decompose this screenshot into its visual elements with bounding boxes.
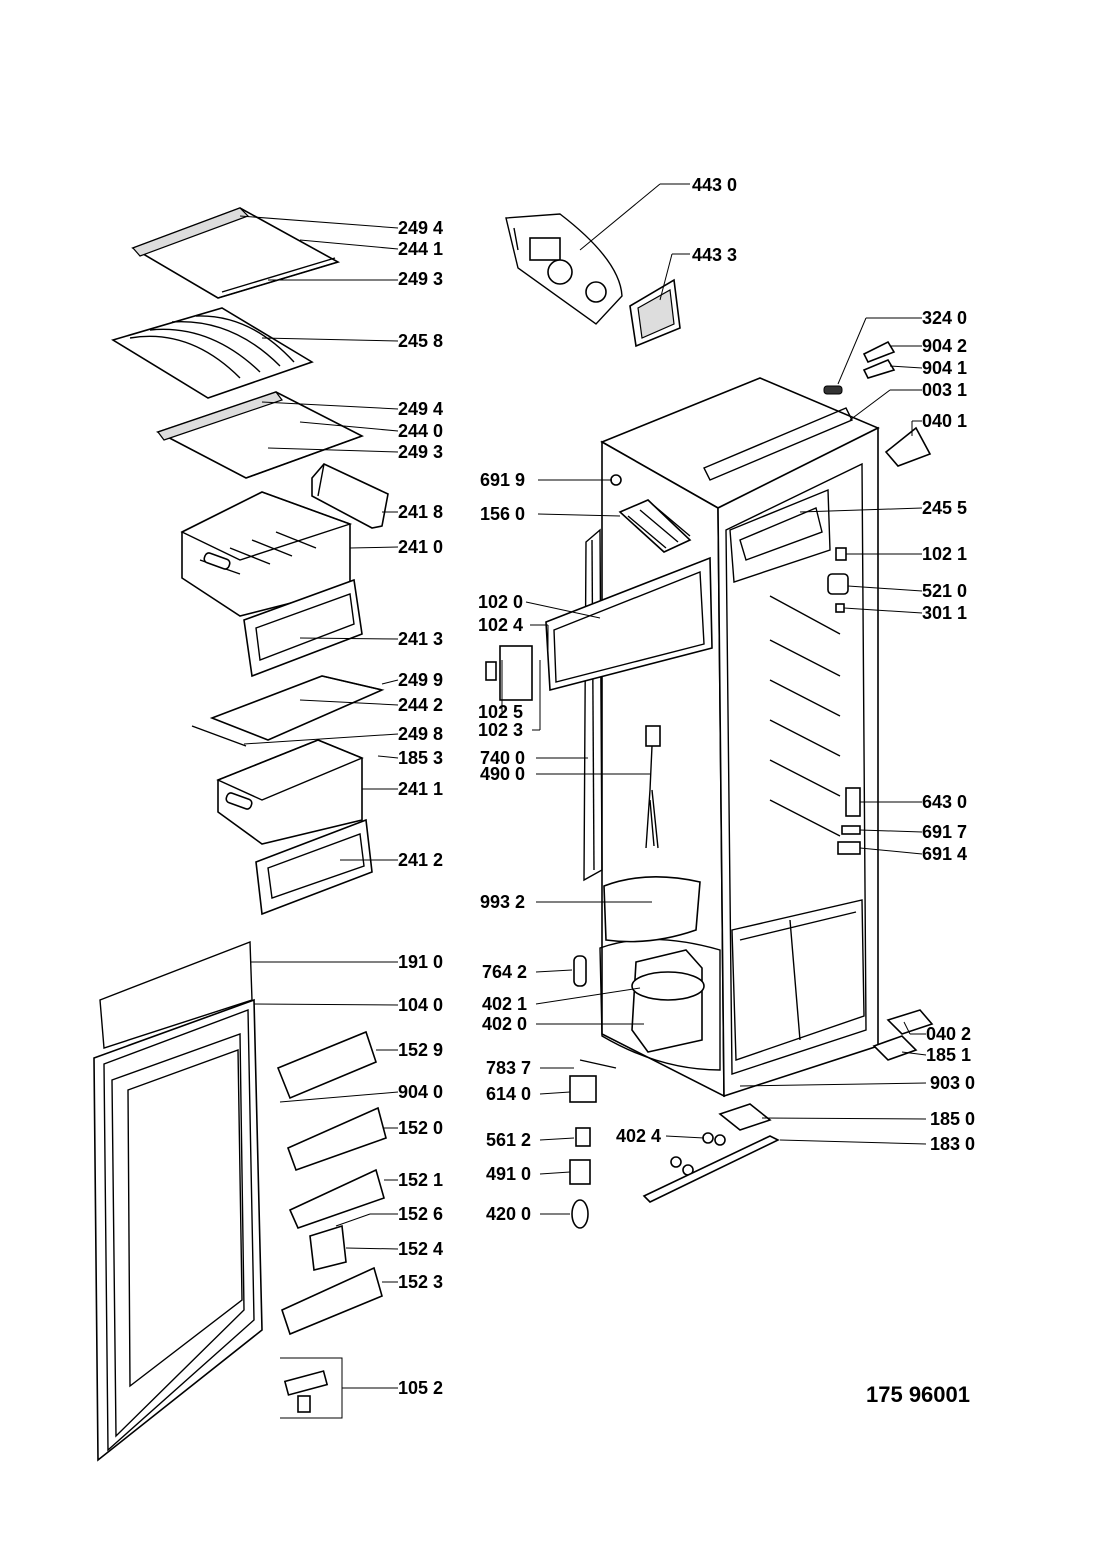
part-label-0031: 003 1 xyxy=(922,380,968,400)
part-label-1529: 152 9 xyxy=(398,1040,444,1060)
part-label-1910: 191 0 xyxy=(398,952,444,972)
hinge-kit-box xyxy=(280,1357,343,1419)
door-flap-hinge xyxy=(485,645,533,701)
part-label-2455: 245 5 xyxy=(922,498,968,518)
crisper-drawer-lower xyxy=(216,739,364,845)
wire-shelf-evaporator xyxy=(111,307,314,399)
part-label-1850: 185 0 xyxy=(930,1109,976,1129)
part-label-1853: 185 3 xyxy=(398,748,444,768)
ice-tray xyxy=(618,499,692,553)
cable-power xyxy=(645,725,661,849)
glass-shelf-lower xyxy=(191,675,385,747)
part-label-4900: 490 0 xyxy=(480,764,526,784)
inner-evaporator-plate xyxy=(583,528,603,882)
part-label-1020: 102 0 xyxy=(478,592,524,612)
part-label-2493-top: 249 3 xyxy=(398,269,444,289)
part-label-1052: 105 2 xyxy=(398,1378,444,1398)
part-label-2458: 245 8 xyxy=(398,331,444,351)
crisper-front-upper xyxy=(243,578,363,678)
part-label-2413: 241 3 xyxy=(398,629,444,649)
part-label-2410: 241 0 xyxy=(398,537,444,557)
part-label-1523: 152 3 xyxy=(398,1272,444,1292)
part-label-6914: 691 4 xyxy=(922,844,968,864)
part-label-4021: 402 1 xyxy=(482,994,528,1014)
part-label-5612: 561 2 xyxy=(486,1130,532,1150)
part-label-0402: 040 2 xyxy=(926,1024,972,1044)
part-label-6919: 691 9 xyxy=(480,470,526,490)
part-label-2441: 244 1 xyxy=(398,239,444,259)
part-label-4024: 402 4 xyxy=(616,1126,662,1146)
part-label-1021: 102 1 xyxy=(922,544,968,564)
part-label-1521: 152 1 xyxy=(398,1170,444,1190)
part-label-6140: 614 0 xyxy=(486,1084,532,1104)
part-label-9030: 903 0 xyxy=(930,1073,976,1093)
part-label-9040: 904 0 xyxy=(398,1082,444,1102)
part-label-3011: 301 1 xyxy=(922,603,968,623)
crisper-front-lower xyxy=(255,818,373,916)
part-label-9042: 904 2 xyxy=(922,336,968,356)
part-label-2499: 249 9 xyxy=(398,670,444,690)
door-bins xyxy=(281,1106,387,1336)
part-label-4200: 420 0 xyxy=(486,1204,532,1224)
part-label-2418: 241 8 xyxy=(398,502,444,522)
part-label-4433: 443 3 xyxy=(692,245,738,265)
part-label-2494-mid: 249 4 xyxy=(398,399,444,419)
part-label-0401: 040 1 xyxy=(922,411,968,431)
part-label-1560: 156 0 xyxy=(480,504,526,524)
part-label-1526: 152 6 xyxy=(398,1204,444,1224)
part-label-2494-top: 249 4 xyxy=(398,218,444,238)
part-label-6430: 643 0 xyxy=(922,792,968,812)
part-label-1025: 102 5 xyxy=(478,702,524,722)
part-label-9932: 993 2 xyxy=(480,892,526,912)
part-label-6917: 691 7 xyxy=(922,822,968,842)
part-label-2493-mid: 249 3 xyxy=(398,442,444,462)
part-label-7837: 783 7 xyxy=(486,1058,532,1078)
part-label-2498: 249 8 xyxy=(398,724,444,744)
part-label-2411: 241 1 xyxy=(398,779,444,799)
bottom-guard xyxy=(603,876,701,943)
part-label-2412: 241 2 xyxy=(398,850,444,870)
part-label-1830: 183 0 xyxy=(930,1134,976,1154)
part-label-4020: 402 0 xyxy=(482,1014,528,1034)
document-number: 175 96001 xyxy=(866,1382,970,1407)
small-tray xyxy=(311,463,389,529)
thermostat-fan-assembly xyxy=(505,213,623,325)
part-label-1851: 185 1 xyxy=(926,1045,972,1065)
part-label-4430: 443 0 xyxy=(692,175,738,195)
part-label-1024: 102 4 xyxy=(478,615,524,635)
part-label-1524: 152 4 xyxy=(398,1239,444,1259)
door-bin-top xyxy=(276,1030,377,1100)
leader-lines xyxy=(239,183,927,1389)
part-label-9041: 904 1 xyxy=(922,358,968,378)
glass-shelf-middle xyxy=(155,391,365,479)
small-parts xyxy=(569,340,934,1229)
part-label-1520: 152 0 xyxy=(398,1118,444,1138)
glass-shelf-top xyxy=(131,207,341,299)
air-grille xyxy=(629,278,681,348)
part-label-3240: 324 0 xyxy=(922,308,968,328)
crisper-drawer-upper xyxy=(180,491,353,617)
part-label-4910: 491 0 xyxy=(486,1164,532,1184)
part-label-1023: 102 3 xyxy=(478,720,524,740)
evaporator-door xyxy=(545,556,713,692)
part-label-2440: 244 0 xyxy=(398,421,444,441)
door-panel xyxy=(93,998,263,1462)
part-label-7642: 764 2 xyxy=(482,962,528,982)
part-label-7400: 740 0 xyxy=(480,748,526,768)
part-label-1040: 104 0 xyxy=(398,995,444,1015)
part-label-5210: 521 0 xyxy=(922,581,968,601)
part-label-2442: 244 2 xyxy=(398,695,444,715)
